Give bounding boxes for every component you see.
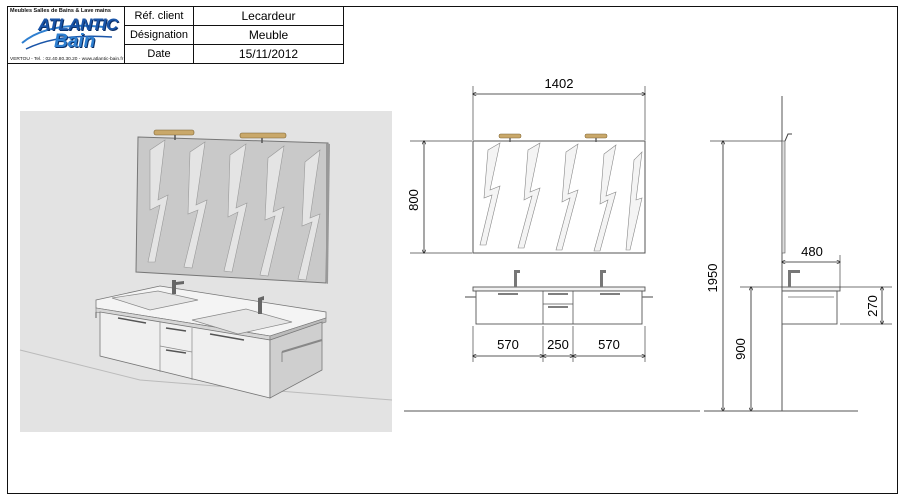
company-contact: VERTOU - Tel. : 02.40.80.30.20 - www.atl…	[10, 57, 124, 62]
render-lamps	[153, 129, 287, 143]
company-tagline: Meubles Salles de Bains & Lave mains	[10, 8, 111, 14]
client-label: Réf. client	[125, 7, 194, 25]
dim-total-width: 1402	[545, 76, 574, 91]
logo-word-atlantic: ATLANTIC	[38, 15, 118, 34]
dim-floor-height: 900	[733, 338, 748, 360]
drawing-sheet-border	[7, 6, 898, 494]
titleblock-row-date: Date 15/11/2012	[124, 44, 344, 64]
dim-unit-height: 270	[865, 295, 880, 317]
company-logo: Meubles Salles de Bains & Lave mains ATL…	[7, 6, 125, 64]
dim-mirror-height: 800	[406, 189, 421, 211]
dim-depth: 480	[801, 244, 823, 259]
logo-swoosh-icon	[21, 24, 113, 50]
side-elevation: 480 1950 900 270	[704, 96, 892, 411]
logo-word-bain: Bain	[54, 31, 96, 52]
client-value: Lecardeur	[241, 9, 296, 23]
date-label: Date	[125, 45, 194, 63]
dim-total-height: 1950	[705, 264, 720, 293]
front-elevation: 1402 800	[404, 76, 700, 412]
dim-right-unit: 570	[598, 337, 620, 352]
dim-center-unit: 250	[547, 337, 569, 352]
designation-label: Désignation	[125, 26, 194, 44]
dim-left-unit: 570	[497, 337, 519, 352]
render-vanity	[95, 280, 327, 399]
designation-value: Meuble	[248, 28, 289, 42]
render-mirror	[135, 136, 330, 284]
perspective-render	[19, 111, 393, 432]
date-value: 15/11/2012	[238, 47, 299, 61]
